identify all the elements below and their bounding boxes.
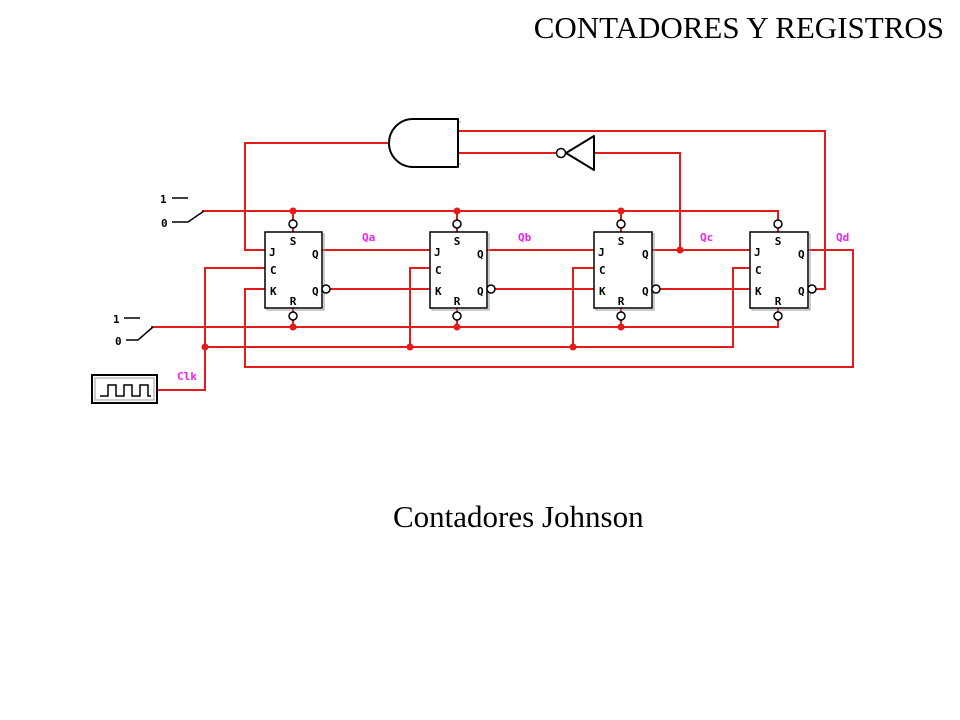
junction-dot	[617, 207, 625, 215]
flip-flop-3: J S Q C K Q R	[593, 219, 661, 321]
set-inversion-bubble	[452, 219, 462, 229]
junction-dot	[289, 323, 297, 331]
q-not-inversion-bubble	[321, 284, 331, 294]
set-inversion-bubble	[616, 219, 626, 229]
flip-flop-body	[749, 231, 809, 309]
set-inversion-bubble	[288, 219, 298, 229]
pin-j-label: J	[754, 246, 761, 259]
switch-off-label: 0	[115, 335, 122, 348]
johnson-counter-circuit: 1 0 1 0 Clk Qa	[91, 118, 854, 404]
wire-clock-ff1	[156, 267, 266, 391]
pin-q-label: Q	[642, 248, 649, 261]
pin-q-not-label: Q	[642, 285, 649, 298]
signal-labels: Qa Qb Qc Qd	[362, 231, 849, 244]
junction-dot	[617, 323, 625, 331]
pin-q-not-label: Q	[477, 285, 484, 298]
pin-k-label: K	[755, 285, 762, 298]
flip-flop-2: J S Q C K Q R	[429, 219, 496, 321]
set-inversion-bubble	[773, 219, 783, 229]
pin-j-label: J	[434, 246, 441, 259]
and-gate-icon	[388, 118, 459, 168]
junction-dot	[569, 343, 577, 351]
pin-q-label: Q	[312, 248, 319, 261]
flip-flop-body	[264, 231, 323, 309]
flip-flop-4: J S Q C K Q R	[749, 219, 817, 321]
not-gate-icon	[565, 135, 595, 171]
slide-title: CONTADORES Y REGISTROS	[534, 10, 944, 45]
q-not-inversion-bubble	[807, 284, 817, 294]
junction-dot	[453, 323, 461, 331]
pin-r-label: R	[454, 295, 461, 308]
q-not-inversion-bubble	[486, 284, 496, 294]
pin-s-label: S	[618, 235, 625, 248]
clock-signal-label: Clk	[177, 370, 197, 383]
square-wave-icon	[100, 384, 151, 397]
signal-label-qb: Qb	[518, 231, 532, 244]
slide-caption: Contadores Johnson	[393, 499, 644, 534]
pin-r-label: R	[775, 295, 782, 308]
pin-s-label: S	[290, 235, 297, 248]
reset-switch: 1 0	[113, 313, 154, 348]
pin-r-label: R	[618, 295, 625, 308]
junction-dot	[406, 343, 414, 351]
junction-dots	[201, 207, 684, 351]
set-switch: 1 0	[160, 193, 205, 230]
switch-off-label: 0	[161, 217, 168, 230]
reset-inversion-bubble	[288, 311, 298, 321]
pin-k-label: K	[270, 285, 277, 298]
pin-q-label: Q	[477, 248, 484, 261]
reset-inversion-bubble	[616, 311, 626, 321]
signal-label-qd: Qd	[836, 231, 849, 244]
pin-j-label: J	[269, 246, 276, 259]
reset-inversion-bubble	[773, 311, 783, 321]
wire-clock-ff3	[572, 267, 595, 348]
wire-qd-not-to-and	[457, 130, 826, 290]
switch-lever	[172, 210, 205, 223]
pin-s-label: S	[454, 235, 461, 248]
clock-source-inner-border	[94, 377, 155, 401]
reset-inversion-bubble	[452, 311, 462, 321]
wire-clock-bus	[204, 267, 751, 348]
junction-dot	[201, 343, 209, 351]
pin-s-label: S	[775, 235, 782, 248]
pin-q-not-label: Q	[312, 285, 319, 298]
wires	[151, 130, 854, 391]
inverter-gate	[555, 135, 595, 171]
junction-dot	[289, 207, 297, 215]
wire-clock-ff2	[409, 267, 431, 348]
pin-c-label: C	[270, 264, 277, 277]
wire-qc-to-inverter	[593, 152, 681, 251]
pin-k-label: K	[599, 285, 606, 298]
pin-c-label: C	[755, 264, 762, 277]
switch-on-label: 1	[113, 313, 120, 326]
pin-j-label: J	[598, 246, 605, 259]
switch-lever	[126, 326, 154, 341]
clock-source: Clk	[91, 370, 197, 404]
pin-k-label: K	[435, 285, 442, 298]
wire-qd-feedback	[244, 249, 854, 368]
junction-dot	[676, 246, 684, 254]
signal-label-qa: Qa	[362, 231, 375, 244]
q-not-inversion-bubble	[651, 284, 661, 294]
flip-flop-1: J S Q C K Q R	[264, 219, 331, 321]
flip-flop-body	[429, 231, 488, 309]
pin-q-not-label: Q	[798, 285, 805, 298]
and-gate	[388, 118, 461, 168]
pin-c-label: C	[599, 264, 606, 277]
pin-r-label: R	[290, 295, 297, 308]
pin-c-label: C	[435, 264, 442, 277]
signal-label-qc: Qc	[700, 231, 713, 244]
wire-and-output	[244, 142, 390, 251]
switch-on-label: 1	[160, 193, 167, 206]
junction-dot	[453, 207, 461, 215]
pin-q-label: Q	[798, 248, 805, 261]
flip-flop-body	[593, 231, 653, 309]
inverter-output-bubble	[555, 147, 567, 159]
